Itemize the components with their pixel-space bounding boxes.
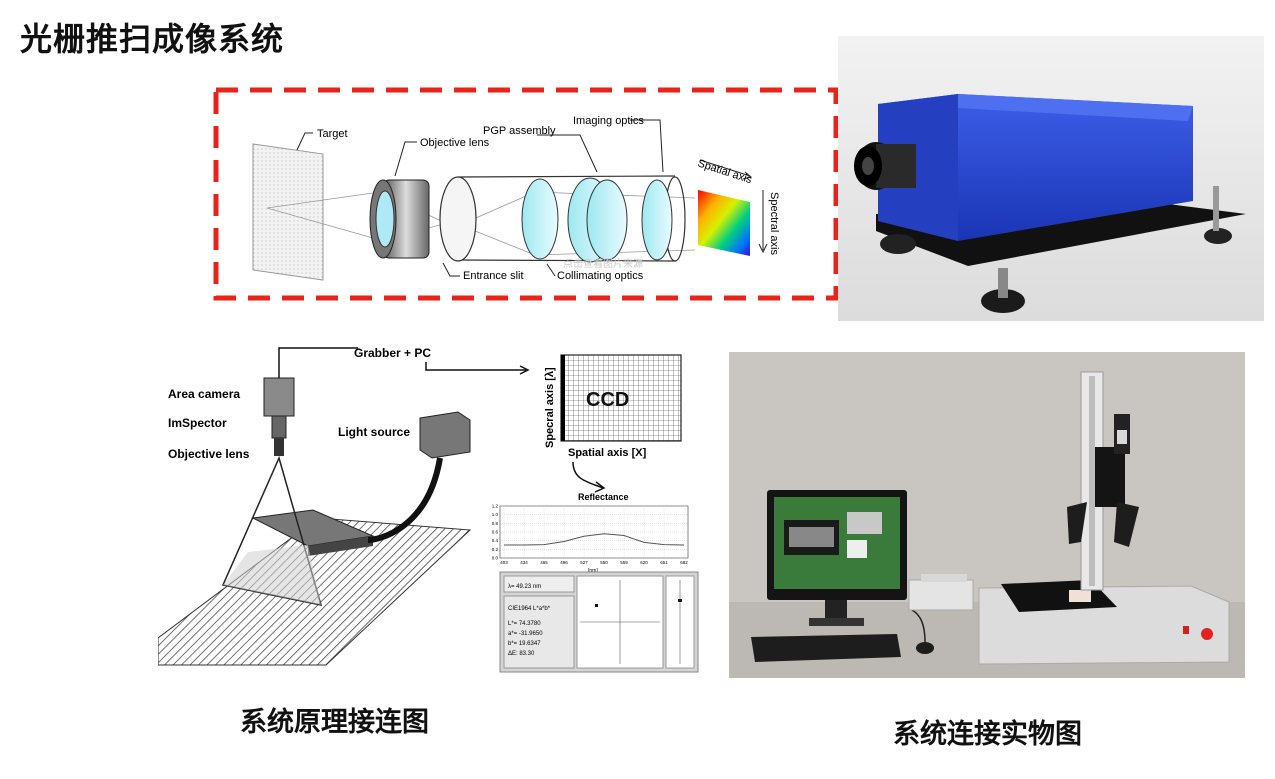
spectral-axis-label: Spectral axis — [768, 192, 780, 255]
caption-principle: 系统原理接连图 — [240, 707, 429, 737]
chart-xlabel: [nm] — [588, 568, 598, 574]
ccd-grid — [560, 354, 682, 442]
area-camera-label: Area camera — [168, 387, 240, 401]
hyperspectral-camera — [1095, 447, 1125, 507]
grabber-pc-label: Grabber + PC — [354, 346, 431, 360]
chart-xtick: 620 — [640, 560, 648, 565]
imspector-label: ImSpector — [168, 416, 227, 430]
target-plate — [252, 143, 324, 281]
objective-lens-label-2: Objective lens — [168, 447, 250, 461]
system-photo — [729, 352, 1245, 678]
ccd-label: CCD — [586, 389, 629, 411]
reflectance-chart: Reflectance 0.0 0.2 0.4 0.6 0.8 1.0 1.2 403 434… — [492, 492, 689, 574]
ccd-spatial-axis: Spatial axis [X] — [568, 447, 647, 459]
page-title: 光栅推扫成像系统 — [20, 21, 285, 57]
chart-title: Reflectance — [578, 492, 629, 502]
light-cable — [367, 457, 443, 543]
optics-diagram: Target Objective lens PGP assembly Imagi… — [213, 87, 839, 301]
chart-xtick: 550 — [600, 560, 608, 565]
pgp-label: PGP assembly — [483, 125, 556, 137]
readout-a: a*= -31.9650 — [508, 631, 543, 637]
chart-xtick: 527 — [580, 560, 588, 565]
area-camera-box — [263, 377, 295, 417]
pgp-prism-2 — [586, 179, 628, 261]
reflectance-series-line — [504, 533, 685, 546]
chart-xtick: 559 — [620, 560, 628, 565]
chart-xtick: 496 — [560, 560, 568, 565]
chart-xtick: 682 — [680, 560, 688, 565]
watermark-text: 点击查看图片来源 — [563, 257, 643, 270]
light-rays — [266, 191, 696, 256]
dashed-frame — [213, 87, 839, 301]
setup-diagram: CCD Specral axis [λ] Spatial axis [X] Gr… — [158, 346, 699, 673]
color-readout-panel: λ= 49.23 nm CIE1964 L*a*b* L*= 74.3780 a… — [499, 571, 699, 673]
chart-ytick: 0.6 — [492, 530, 499, 535]
collimating-optics-label: Collimating optics — [557, 270, 644, 282]
readout-cie: CIE1964 L*a*b* — [508, 606, 551, 612]
objective-lens-label: Objective lens — [420, 137, 490, 149]
spectrum-image — [698, 190, 750, 256]
chart-ytick: 1.0 — [492, 512, 499, 517]
chart-ytick: 1.2 — [492, 504, 499, 509]
entrance-slit-label: Entrance slit — [463, 270, 524, 282]
keyboard — [751, 634, 901, 662]
light-source-label: Light source — [338, 425, 410, 439]
readout-dE: ΔE: 83.30 — [508, 651, 535, 657]
chart-xtick: 651 — [660, 560, 668, 565]
imaging-optics-label: Imaging optics — [573, 115, 644, 127]
controller-box — [908, 579, 974, 611]
spatial-axis-label: Spatial axis — [696, 157, 754, 186]
mouse — [916, 642, 934, 654]
readout-lambda: λ= 49.23 nm — [508, 584, 541, 590]
collimating-lens — [521, 178, 559, 260]
chart-xtick: 465 — [540, 560, 548, 565]
optics-tube — [439, 175, 686, 262]
ccd-spectral-axis: Specral axis [λ] — [544, 367, 556, 448]
chart-ytick: 0.4 — [492, 538, 499, 543]
chart-ytick: 0.8 — [492, 521, 499, 526]
caption-physical: 系统连接实物图 — [893, 719, 1082, 749]
chart-ytick: 0.2 — [492, 547, 499, 552]
chart-xtick: 403 — [500, 560, 508, 565]
monitor — [767, 490, 907, 626]
chart-ytick: 0.0 — [492, 556, 499, 561]
chart-xtick: 434 — [520, 560, 528, 565]
readout-L: L*= 74.3780 — [508, 621, 541, 627]
imager-device-photo — [838, 36, 1264, 321]
target-label: Target — [317, 128, 348, 140]
readout-b: b*= 19.6347 — [508, 641, 541, 647]
imaging-lens — [641, 179, 673, 261]
light-source-box — [419, 411, 471, 459]
objective-lens — [369, 179, 430, 259]
